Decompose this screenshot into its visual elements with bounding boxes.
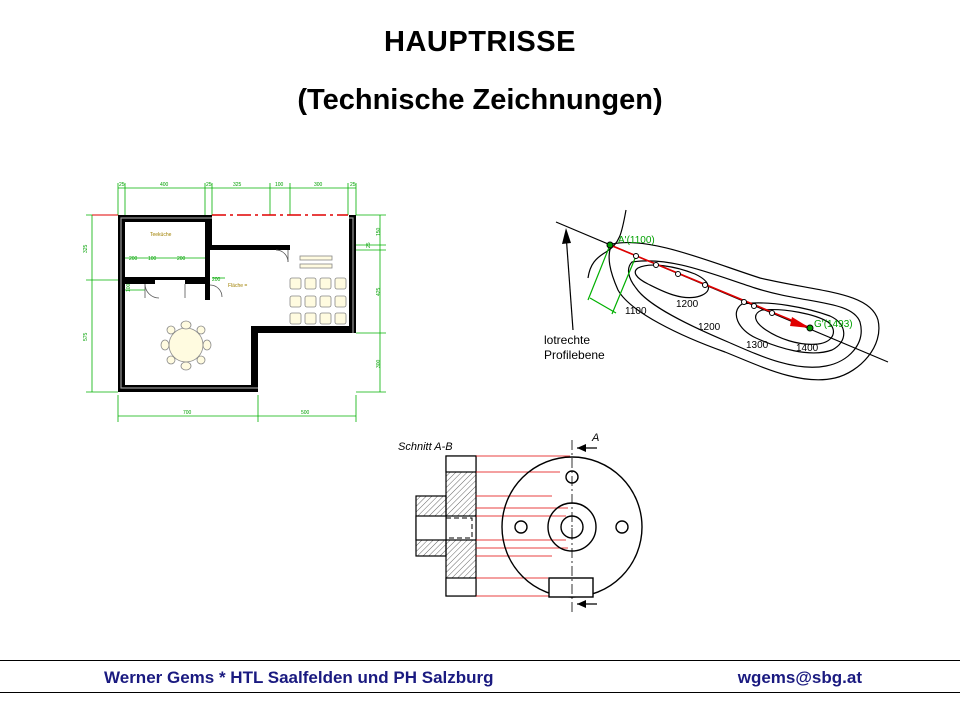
slide-subtitle: (Technische Zeichnungen)	[297, 84, 663, 116]
footer-email: wgems@sbg.at	[737, 668, 862, 687]
contour-label-1300: 1300	[746, 340, 769, 351]
contour-label-1100: 1100	[625, 306, 647, 317]
plane-label-1: lotrechte	[544, 333, 590, 347]
point-a-label: A'(1100)	[618, 235, 655, 246]
point-g-label: G'(1493)	[814, 319, 853, 330]
dim-inner-3: 200	[177, 256, 186, 262]
slide-title: HAUPTRISSE	[384, 26, 576, 58]
dim-left-1: 325	[83, 244, 89, 253]
dim-right-1: 150	[376, 227, 382, 236]
dim-bottom-2: 500	[301, 410, 310, 416]
dim-top-6: 300	[314, 182, 323, 188]
dim-top-2: 400	[160, 182, 169, 188]
dim-top-5: 100	[275, 182, 284, 188]
dim-inner-1: 200	[129, 256, 138, 262]
dim-top-3: 25	[206, 182, 212, 188]
footer-bottom-rule	[0, 692, 960, 693]
dim-right-4: 300	[376, 359, 382, 368]
dim-top-4: 325	[233, 182, 242, 188]
section-marker: A	[591, 432, 599, 444]
dim-top-1: 25	[119, 182, 125, 188]
contour-label-1200a: 1200	[676, 299, 699, 310]
dim-right-2: 25	[366, 242, 372, 248]
footer-author: Werner Gems * HTL Saalfelden und PH Salz…	[104, 668, 494, 687]
contour-label-1400: 1400	[796, 343, 819, 354]
section-title: Schnitt A-B	[398, 441, 453, 453]
plane-label-2: Profilebene	[544, 348, 605, 362]
dim-inner-2: 100	[148, 256, 157, 262]
contour-label-1200b: 1200	[698, 322, 721, 333]
dim-bottom-1: 700	[183, 410, 192, 416]
dim-left-2: 575	[83, 332, 89, 341]
dim-right-3: 425	[376, 287, 382, 296]
footer-top-rule	[0, 660, 960, 661]
room-label-area: Fläche =	[228, 283, 247, 289]
room-label-kitchen: Teeküche	[150, 232, 172, 238]
dim-top-7: 25	[350, 182, 356, 188]
dim-inner-5: 200	[212, 277, 221, 283]
dim-inner-4: 100	[126, 283, 132, 292]
